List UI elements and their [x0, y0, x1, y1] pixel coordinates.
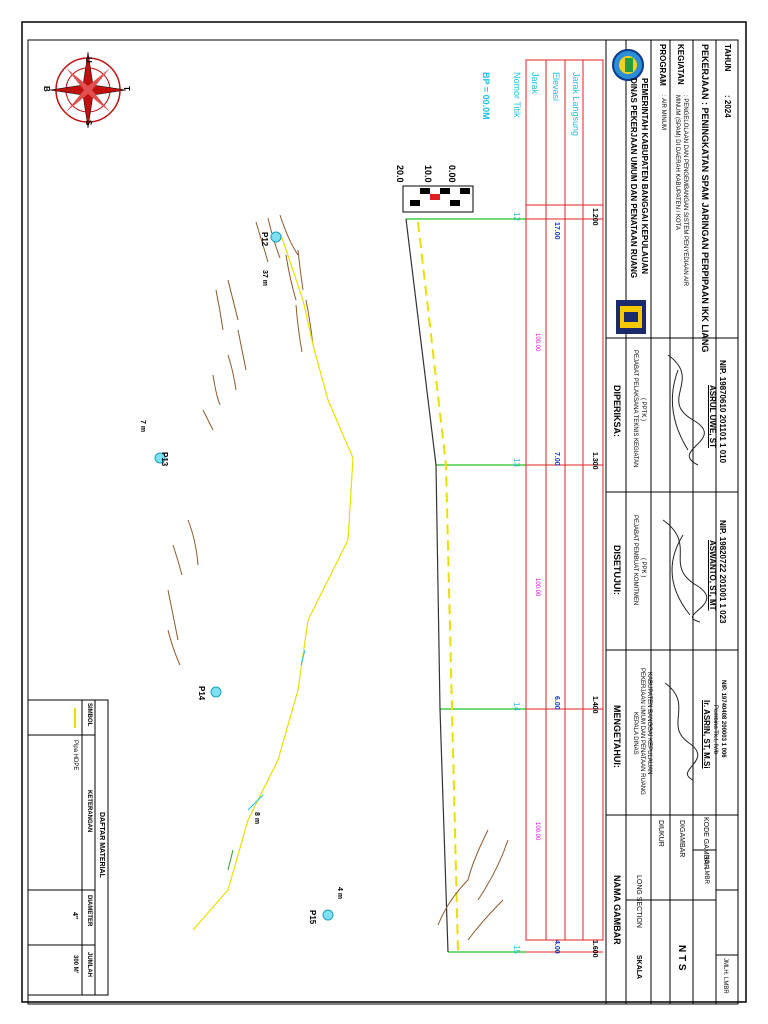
span-distance: 100.00 — [534, 578, 540, 597]
span-distance: 100.00 — [534, 822, 540, 841]
material-header-simbol: SIMBOL — [86, 703, 92, 727]
station-elevation: 6.00 — [553, 696, 560, 710]
agency-line2: DINAS PEKERJAAN UMUM DAN PENATAAN RUANG — [629, 78, 638, 279]
station-elevation: 17.00 — [553, 222, 560, 240]
point-dist-p15: 4 m — [336, 887, 343, 900]
disetujui-role1: PEJABAT PEMBUAT KOMITMEN — [632, 515, 638, 606]
kegiatan-label: KEGIATAN — [676, 44, 685, 85]
bp-label: BP = 00.0M — [481, 72, 491, 120]
kegiatan-value2: MINUM (SPAM) DI DAERAH KABUPATEN / KOTA — [674, 95, 680, 230]
profile-table — [525, 59, 604, 941]
material-header-diameter: DIAMETER — [86, 895, 92, 927]
diperiksa-header: DIPERIKSA: — [612, 385, 622, 438]
digambar-label: DIGAMBAR — [678, 820, 685, 858]
scale-label-20: 20.0 — [395, 165, 405, 183]
tahun-label: TAHUN — [723, 44, 732, 72]
point-p15-marker — [322, 909, 334, 921]
row-label-jarak-langsung: Jarak Langsung — [571, 72, 581, 137]
kegiatan-value1: : PENGELOLAAN DAN PENGEMBANGAN SISTEM PE… — [682, 95, 688, 287]
pekerjaan: PEKERJAAN : PENINGKATAN SPAM JARINGAN PE… — [700, 44, 710, 353]
row-label-elevasi: Elevasi — [551, 72, 561, 102]
mengetahui-nip: NIP. 19740408 200003 1 006 — [720, 680, 726, 758]
skala-value: N T S — [676, 945, 687, 971]
agency-line1: PEMERINTAH KABUPATEN BANGGAI KEPULAUAN — [640, 78, 649, 274]
station-elevation: 4.00 — [553, 940, 560, 954]
mengetahui-signature — [664, 682, 699, 781]
station-elevation: 7.00 — [553, 452, 560, 466]
point-p13-marker — [154, 452, 166, 464]
station-no: 14 — [512, 702, 521, 711]
material-row-keterangan: Pipa HDPE — [72, 740, 78, 771]
scale-label-0: 0.00 — [447, 165, 457, 183]
mengetahui-name: Ir. ASRIN, ST, M.Si — [702, 700, 711, 769]
material-row-diameter: 4" — [71, 912, 78, 920]
pipe-profile-line — [417, 221, 459, 953]
point-dist-p13: 7 m — [139, 420, 146, 433]
regency-logo — [612, 49, 644, 81]
disetujui-name: ASWANTO, ST, MT — [708, 540, 717, 611]
material-table — [27, 699, 109, 996]
material-title: DAFTAR MATERIAL — [98, 812, 105, 878]
row-label-nomor-titik: Nomor Titik — [512, 72, 522, 118]
skala-label: SKALA — [635, 955, 642, 980]
scale-label-10: 10.0 — [423, 165, 433, 183]
vertical-scale — [402, 185, 474, 213]
station-jarak-langsung: 1.400 — [591, 696, 598, 714]
diperiksa-role1: PEJABAT PELAKSANA TEKNIS KEGIATAN — [632, 350, 638, 468]
span-distance: 100.00 — [534, 333, 540, 352]
mengetahui-role2: PEKERJAAN UMUM DAN PENATAAN RUANG — [639, 668, 645, 795]
contour-lines — [167, 214, 509, 941]
material-header-jumlah: JUMLAH — [86, 952, 92, 977]
point-p14-marker — [210, 686, 222, 698]
nama-gambar-label: NAMA GAMBAR — [612, 875, 622, 945]
disetujui-role2: ( PPK ) — [640, 558, 646, 578]
compass-north: U — [84, 57, 93, 63]
compass-south: S — [84, 120, 93, 126]
mengetahui-role1: KEPALA DINAS — [632, 712, 638, 755]
material-header-keterangan: KETERANGAN — [86, 790, 92, 833]
nama-gambar-value: LONG SECTION — [635, 875, 642, 928]
row-label-jarak: Jarak — [530, 72, 540, 95]
disetujui-signature — [662, 519, 708, 623]
station-jarak-langsung: 1.600 — [591, 940, 598, 958]
diperiksa-nip: NIP. 19870610 201101 1 010 — [718, 360, 727, 464]
station-no: 15 — [512, 945, 521, 954]
point-p12-marker — [270, 231, 282, 243]
disetujui-nip: NIP. 19820722 201001 1 023 — [718, 520, 727, 624]
point-label-p15: P15 — [308, 910, 317, 925]
ground-profile-line — [405, 218, 449, 953]
jmlh-lmbr-label: JMLH. LMBR — [722, 958, 728, 994]
station-no: 12 — [512, 212, 521, 221]
mengetahui-header: MENGETAHUI: — [612, 705, 622, 768]
station-jarak-langsung: 1.200 — [591, 208, 598, 226]
north-arrow — [49, 51, 127, 129]
program-label: PROGRAM — [658, 44, 667, 86]
point-dist-p12: 37 m — [261, 270, 268, 286]
no-lmbr-label: NO. LMBR — [703, 855, 709, 885]
station-no: 13 — [512, 458, 521, 467]
point-label-p12: P12 — [260, 232, 269, 247]
point-dist-p14: 8 m — [253, 812, 260, 825]
material-row-jumlah: 300 M' — [72, 955, 78, 974]
ground-verticals — [406, 218, 526, 953]
diperiksa-name: ASRUL UWE, ST — [708, 385, 717, 448]
pu-logo — [616, 300, 646, 334]
diukur-label: DIUKUR — [657, 820, 664, 847]
station-jarak-langsung: 1.300 — [591, 452, 598, 470]
diperiksa-role2: ( PPTK ) — [640, 398, 646, 422]
disetujui-header: DISETUJUI: — [612, 545, 622, 596]
mengetahui-rank: Pembina Tk.I, IV/b — [712, 705, 718, 755]
point-label-p14: P14 — [197, 686, 206, 701]
point-label-p13: P13 — [160, 452, 169, 467]
diperiksa-signature — [667, 354, 705, 466]
compass-east: T — [122, 86, 131, 91]
mengetahui-role3: KABUPATEN BANGGAI KEPULAUAN — [646, 672, 652, 775]
compass-west: B — [42, 86, 51, 92]
program-value: : AIR MINUM — [660, 95, 666, 131]
pipe-route — [192, 234, 354, 931]
tahun-value: : 2024 — [723, 95, 732, 118]
